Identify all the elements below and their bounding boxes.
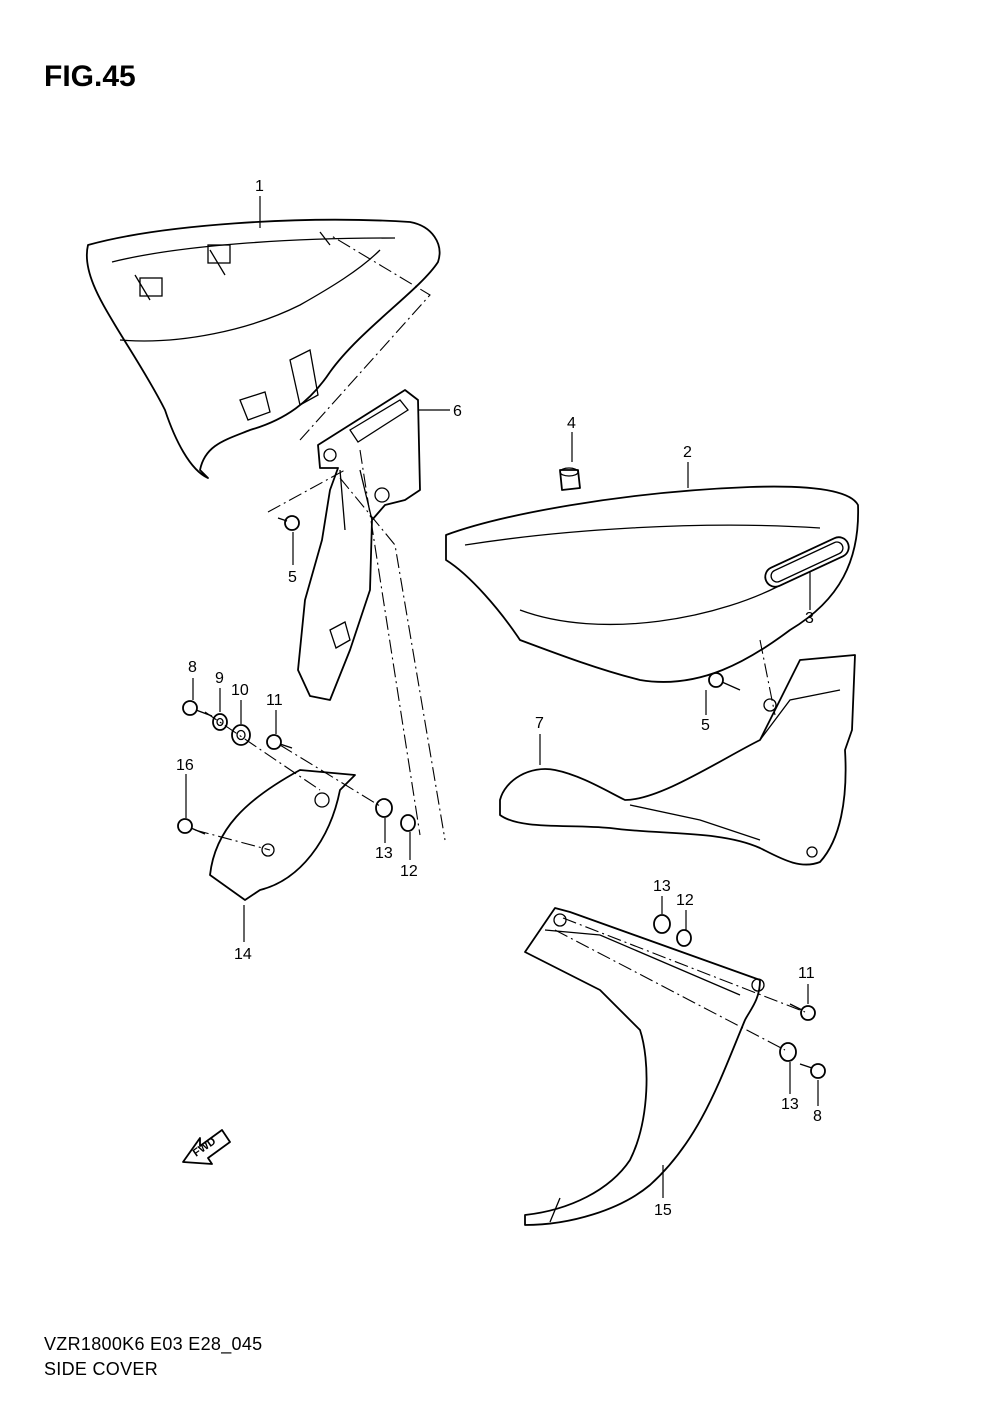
screw-5-upper: [277, 515, 300, 531]
part-15-lower-guard: [524, 907, 765, 1226]
callout-8-lower: 8: [813, 1108, 822, 1125]
callout-11-upper: 11: [266, 692, 283, 709]
grommet-13-right-lower: [779, 1042, 797, 1062]
part-6-bracket: [297, 389, 421, 701]
callout-5-lower: 5: [701, 717, 710, 734]
callout-14: 14: [234, 946, 252, 963]
bolt-11-right: [789, 1003, 816, 1021]
grommet-13-left: [375, 798, 393, 818]
model-code: VZR1800K6 E03 E28_045: [44, 1334, 263, 1354]
bolt-16: [177, 818, 206, 835]
callout-13-right-upper: 13: [653, 878, 671, 895]
grommet-10: [231, 724, 251, 746]
collar-12-left: [400, 814, 416, 832]
figure-title: FIG.45: [44, 60, 136, 93]
part-3-emblem: [764, 536, 850, 588]
callout-15: 15: [654, 1202, 672, 1219]
bolt-11-upper: [266, 734, 293, 750]
callout-12-right: 12: [676, 892, 694, 909]
callout-13-left: 13: [375, 845, 393, 862]
section-name: SIDE COVER: [44, 1359, 159, 1379]
callout-9: 9: [215, 670, 224, 687]
grommet-13-right-upper: [653, 914, 671, 934]
callout-1: 1: [255, 178, 264, 195]
part-1-cowl: [85, 218, 441, 479]
fwd-arrow-icon: FWD: [182, 1129, 231, 1165]
callout-12-left: 12: [400, 863, 418, 880]
callout-8-upper: 8: [188, 659, 197, 676]
callout-labels: 1 2 3 4 5 5 6 7 8 8 9 10 11 11 12 12 13 …: [176, 178, 822, 1219]
assembly-lines: [194, 234, 806, 1051]
part-7-frame-cover: [499, 654, 856, 866]
callout-16: 16: [176, 757, 194, 774]
part-4-grommet: [559, 467, 581, 491]
leader-lines: [185, 196, 819, 1198]
callout-11-right: 11: [798, 965, 815, 982]
callout-6: 6: [453, 403, 462, 420]
callout-5-upper: 5: [288, 569, 297, 586]
bolt-8-lower: [799, 1063, 826, 1079]
screw-5-lower: [708, 672, 741, 691]
callout-4: 4: [567, 415, 576, 432]
callout-10: 10: [231, 682, 249, 699]
callout-3: 3: [805, 610, 814, 627]
callout-13-right-lower: 13: [781, 1096, 799, 1113]
callout-7: 7: [535, 715, 544, 732]
part-14-lower-cover: [209, 769, 356, 901]
part-2-side-cover: [445, 485, 859, 683]
collar-12-right: [676, 929, 692, 947]
callout-2: 2: [683, 444, 692, 461]
